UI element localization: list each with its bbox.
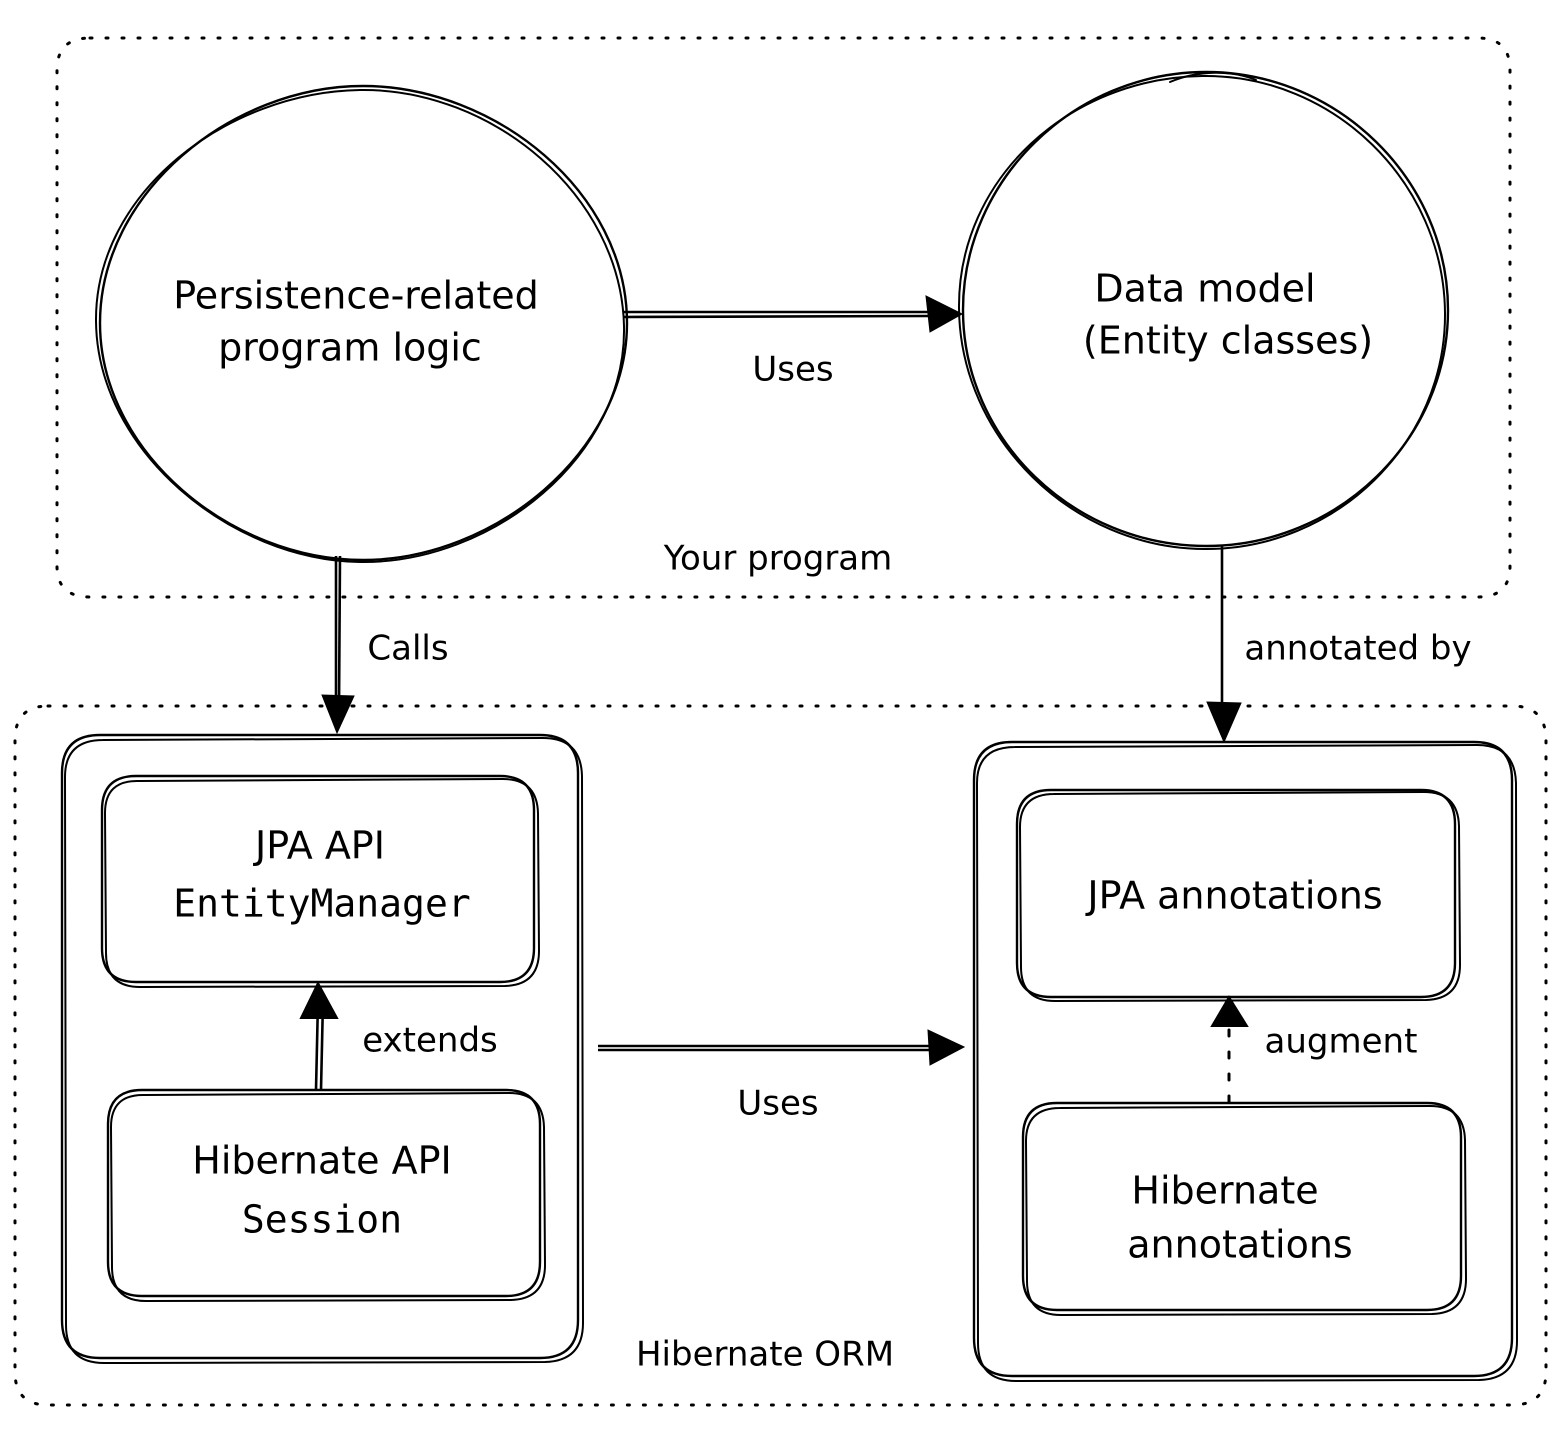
hibernate-api-box [106, 1088, 542, 1298]
persistence-logic-label-line1: Persistence-related [173, 274, 538, 318]
jpa-annotations-box [1015, 788, 1457, 999]
persistence-logic-circle [98, 84, 629, 562]
hibernate-annotations-box-sketch [1025, 1105, 1467, 1316]
uses-top-arrowhead [925, 295, 964, 333]
node-hibernate-annotations[interactable]: Hibernate annotations [1021, 1101, 1467, 1316]
data-model-circle [961, 70, 1450, 548]
augment-label: augment [1265, 1022, 1418, 1062]
uses-top-line-sketch [622, 314, 931, 319]
calls-arrowhead [321, 694, 355, 735]
node-jpa-api[interactable]: JPA API EntityManager [100, 774, 540, 988]
uses-bottom-label: Uses [737, 1084, 818, 1124]
your-program-label: Your program [663, 539, 893, 579]
edge-uses-bottom: Uses [598, 1029, 966, 1124]
annotated-by-label: annotated by [1244, 629, 1471, 669]
extends-arrowhead [299, 980, 339, 1019]
jpa-api-box-sketch [104, 778, 540, 988]
your-program-border [55, 36, 1512, 599]
edge-calls: Calls [321, 555, 449, 735]
edge-annotated-by: annotated by [1206, 545, 1472, 744]
calls-line-sketch [337, 555, 342, 711]
edge-extends: extends [299, 980, 498, 1091]
jpa-api-box [100, 774, 536, 984]
node-jpa-annotations[interactable]: JPA annotations [1015, 788, 1461, 1002]
persistence-logic-label-line2: program logic [218, 326, 482, 370]
calls-label: Calls [367, 629, 448, 669]
hibernate-orm-border [13, 704, 1548, 1407]
group-hibernate-orm: Hibernate ORM [13, 704, 1548, 1407]
jpa-api-label-line1: JPA API [253, 824, 385, 868]
edge-uses-top: Uses [622, 295, 964, 390]
jpa-annotations-box-sketch [1019, 791, 1461, 1002]
jpa-api-label-line2: EntityManager [173, 882, 470, 926]
hibernate-api-box-sketch [110, 1092, 546, 1302]
jpa-annotations-label: JPA annotations [1085, 874, 1382, 918]
hibernate-api-label-line1: Hibernate API [192, 1139, 451, 1183]
data-model-circle-cap [1169, 71, 1257, 83]
node-hibernate-api[interactable]: Hibernate API Session [106, 1088, 546, 1302]
api-box-outline [60, 733, 580, 1360]
node-persistence-logic[interactable]: Persistence-related program logic [94, 84, 629, 564]
container-api-box [60, 733, 584, 1364]
augment-arrowhead [1210, 995, 1249, 1027]
hibernate-annotations-box [1021, 1101, 1463, 1312]
data-model-circle-sketch [957, 74, 1447, 551]
extends-label: extends [362, 1021, 498, 1061]
data-model-label-line2: (Entity classes) [1083, 319, 1373, 363]
uses-top-label: Uses [752, 350, 833, 390]
hibernate-api-label-line2: Session [242, 1198, 402, 1242]
node-data-model[interactable]: Data model (Entity classes) [957, 70, 1450, 551]
annotated-by-arrowhead [1206, 701, 1242, 744]
hibernate-annotations-label-line1: Hibernate [1131, 1169, 1318, 1213]
uses-bottom-arrowhead [927, 1029, 966, 1066]
group-your-program: Your program [55, 36, 1512, 599]
edge-augment: augment [1210, 995, 1418, 1104]
annotations-box-outline [972, 740, 1514, 1378]
hibernate-orm-label: Hibernate ORM [636, 1335, 894, 1375]
data-model-label-line1: Data model [1094, 267, 1315, 311]
persistence-logic-circle-sketch [94, 88, 626, 564]
api-box-outline-sketch [64, 737, 584, 1364]
annotations-box-outline-sketch [976, 744, 1518, 1382]
hibernate-annotations-label-line2: annotations [1127, 1223, 1352, 1267]
container-annotations-box [972, 740, 1518, 1382]
